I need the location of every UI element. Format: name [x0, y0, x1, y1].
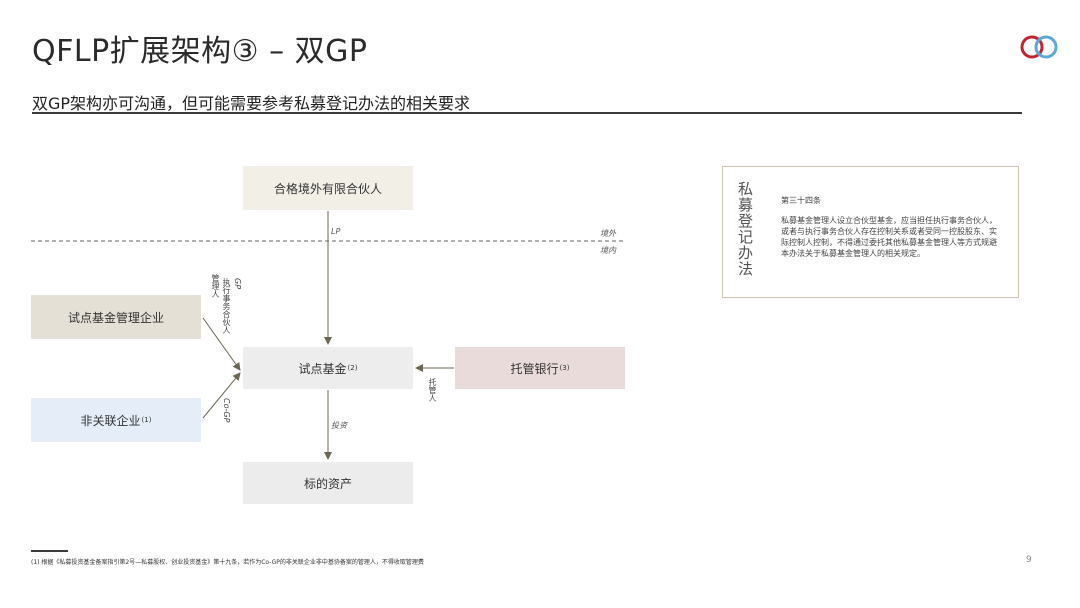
mgmt-company-box: 试点基金管理企业: [31, 295, 201, 339]
invest-label: 投资: [331, 421, 347, 430]
foreign-lp-label: 合格境外有限合伙人: [273, 181, 382, 196]
regulation-note-title: 私募登记办法: [736, 181, 754, 277]
nonrel-to-fund-arrow: [202, 372, 241, 419]
non-related-footnote-ref: (1): [141, 416, 152, 424]
custodian-bank-label: 托管银行: [510, 361, 559, 376]
subtitle-divider: [32, 112, 1022, 114]
target-assets-label: 标的资产: [303, 476, 352, 491]
pilot-fund-box: 试点基金(2): [243, 347, 413, 389]
footnote-divider: [31, 550, 68, 552]
footnote: (1) 根据《私募投资基金备案指引第2号—私募股权、创业投资基金》第十九条，若作…: [31, 559, 424, 566]
gp-label: GP: [233, 278, 242, 290]
onshore-label: 境内: [600, 246, 616, 255]
pilot-fund-footnote-ref: (2): [347, 364, 358, 372]
co-gp-label: Co-GP: [222, 398, 231, 423]
target-assets-box: 标的资产: [243, 462, 413, 504]
page-subtitle: 双GP架构亦可沟通，但可能需要参考私募登记办法的相关要求: [32, 94, 471, 113]
custodian-bank-box: 托管银行(3): [455, 347, 625, 389]
custodian-footnote-ref: (3): [559, 364, 570, 372]
page-number: 9: [1026, 555, 1032, 565]
regulation-note-box: 私募登记办法 第三十四条 私募基金管理人设立合伙型基金，应当担任执行事务合伙人，…: [722, 166, 1019, 298]
logo: [1020, 35, 1058, 59]
pilot-fund-label: 试点基金: [298, 361, 347, 376]
offshore-label: 境外: [600, 229, 616, 238]
lp-label: LP: [331, 227, 341, 236]
regulation-article-heading: 第三十四条: [781, 196, 821, 205]
exec-partner-label: 执行事务合伙人: [222, 278, 231, 334]
page-title: QFLP扩展架构③ – 双GP: [32, 34, 368, 69]
mgmt-to-fund-arrow: [202, 317, 241, 371]
foreign-lp-box: 合格境外有限合伙人: [243, 166, 413, 210]
mgmt-company-label: 试点基金管理企业: [67, 310, 164, 325]
custodian-role-label: 托管人: [428, 378, 437, 402]
non-related-box: 非关联企业(1): [31, 398, 201, 442]
manager-label: 管理人: [211, 274, 220, 298]
non-related-label: 非关联企业: [80, 413, 141, 428]
regulation-article-body: 私募基金管理人设立合伙型基金，应当担任执行事务合伙人，或者与执行事务合伙人存在控…: [781, 216, 997, 258]
